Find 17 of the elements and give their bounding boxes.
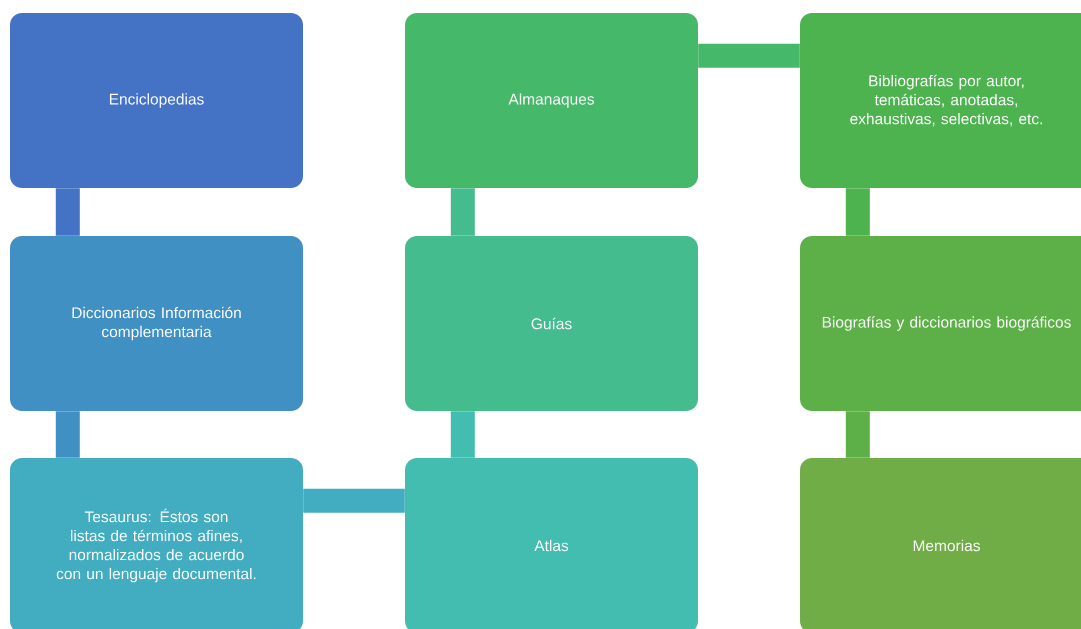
connector-bar	[55, 188, 80, 236]
connector-bar	[450, 188, 475, 236]
process-box: Enciclopedias	[10, 13, 303, 188]
connector-bar	[303, 488, 405, 513]
connector-bar	[698, 43, 800, 68]
process-box: Diccionarios Información complementaria	[10, 236, 303, 411]
connector-bar	[845, 411, 870, 458]
connector-bar	[55, 411, 80, 458]
process-box: Atlas	[405, 458, 698, 629]
connector-bar	[450, 411, 475, 458]
process-box: Guías	[405, 236, 698, 411]
process-box: Bibliografías por autor, temáticas, anotadas, exhaustivas, selectivas, etc.	[800, 13, 1081, 188]
process-box: Tesaurus: Éstos son listas de términos afines, normalizados de acuerdo con un lenguaje documental.	[10, 458, 303, 629]
connector-bar	[845, 188, 870, 236]
process-box: Biografías y diccionarios biográficos	[800, 236, 1081, 411]
process-box: Memorias	[800, 458, 1081, 629]
process-box: Almanaques	[405, 13, 698, 188]
